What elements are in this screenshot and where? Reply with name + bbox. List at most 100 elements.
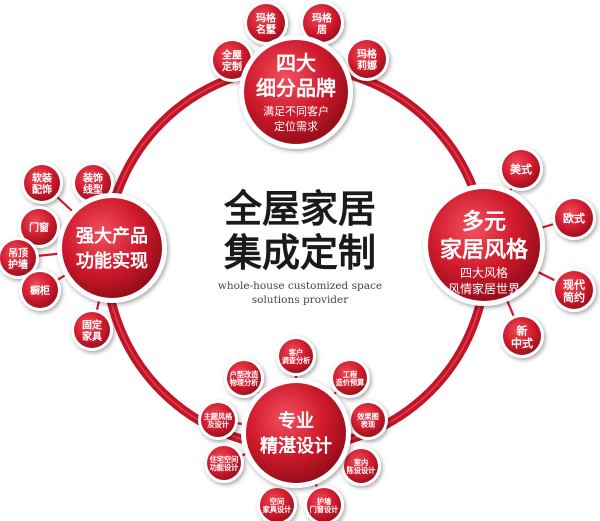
bottom-satellite-label-1: 住宅空间 (210, 455, 239, 464)
bottom-satellite-label-2: 及设计 (207, 420, 229, 429)
bottom-satellite-disc (351, 403, 385, 437)
right-hub-title-2: 家居风格 (440, 237, 529, 263)
left-satellite-label-2: 家具 (82, 330, 102, 343)
bottom-hub-title-1: 专业 (278, 410, 314, 432)
right-satellite-disc (555, 199, 593, 237)
top-satellite-label-2: 名墅 (256, 23, 276, 36)
left-satellite-disc (75, 165, 111, 201)
top-hub-disc (244, 40, 348, 144)
bottom-satellite-label-2: 陈设设计 (347, 466, 377, 475)
right-hub-disc (428, 189, 540, 301)
bottom-satellite-disc (260, 488, 294, 521)
right-satellite-label-2: 中式 (511, 336, 533, 350)
top-satellite-label-2: 定制 (222, 60, 242, 73)
left-satellite-label-1: 门窗 (29, 221, 49, 234)
bottom-satellite-label-1: 工程 (343, 370, 358, 379)
top-satellite-label-1: 玛格 (312, 12, 333, 25)
top-satellite-disc (348, 40, 386, 78)
right-hub-desc-1: 四大风格 (460, 265, 508, 280)
right-satellite-disc (502, 150, 540, 188)
right-satellite-disc (503, 317, 541, 355)
bottom-satellite-label-2: 家具设计 (263, 505, 293, 514)
bottom-satellite-label-1: 效果图 (357, 412, 379, 421)
bottom-satellite-disc (307, 488, 341, 521)
bottom-satellite-label-2: 功能设计 (210, 463, 240, 472)
bottom-satellite-label-2: 物理分析 (230, 378, 260, 387)
center-title-line1: 全屋家居 (223, 187, 376, 231)
bottom-satellite-label-1: 室内 (354, 458, 368, 467)
left-hub-disc (62, 198, 162, 298)
center-subtitle-line2: solutions provider (252, 294, 350, 306)
top-satellite-label-1: 玛格 (357, 48, 378, 61)
bottom-satellite-label-2: 调查分析 (282, 356, 312, 365)
bottom-satellite-label-2: 造价预算 (336, 378, 365, 387)
top-hub-title-2: 细分品牌 (256, 76, 336, 100)
left-hub-title-1: 强大产品 (76, 225, 148, 247)
bottom-satellite-label-1: 主题风格 (204, 412, 234, 421)
left-satellite-label-1: 固定 (82, 319, 102, 332)
bottom-hub-title-2: 精湛设计 (260, 435, 332, 457)
center-subtitle-line1: whole-house customized space (218, 280, 382, 292)
left-satellite-label-1: 吊顶 (8, 248, 28, 260)
top-satellite-label-1: 玛格 (256, 12, 277, 25)
left-satellite-label-2: 配饰 (32, 183, 52, 196)
left-satellite-label-1: 软装 (32, 172, 52, 185)
bottom-satellite-label-1: 空间 (270, 497, 284, 506)
right-hub-desc-2: 风情家居世界 (448, 281, 520, 296)
bottom-satellite-label-1: 客户 (288, 348, 303, 357)
bottom-satellite-label-1: 护墙 (317, 497, 332, 506)
right-hub-title-1: 多元 (462, 209, 506, 235)
bottom-satellite-label-2: 表现 (360, 420, 376, 429)
bottom-satellite-label-2: 门窗设计 (310, 505, 340, 514)
bottom-satellite-disc (344, 449, 378, 483)
top-satellite-label-2: 莉娜 (357, 59, 377, 72)
right-satellite-label-1: 现代 (563, 277, 585, 291)
right-satellite-label-1: 美式 (510, 162, 532, 176)
center-block: 全屋家居 集成定制 whole-house customized space s… (218, 187, 382, 306)
right-satellite-label-2: 简约 (563, 290, 585, 304)
bottom-satellite-disc (227, 361, 261, 395)
right-satellite-1: 欧式 (552, 196, 596, 240)
top-satellite-2: 玛格居 (300, 1, 344, 45)
bottom-satellite-disc (201, 403, 235, 437)
left-satellite-disc (24, 165, 60, 201)
right-satellite-label-1: 欧式 (563, 211, 585, 225)
left-satellite-label-2: 线型 (83, 183, 103, 196)
bottom-satellite-disc (279, 339, 313, 373)
top-hub-desc-2: 定位需求 (274, 119, 318, 133)
bottom-satellite-disc (333, 361, 367, 395)
bottom-hub-disc (246, 383, 346, 483)
left-satellite-disc (0, 240, 36, 276)
bottom-satellite-label-1: 户型改造 (230, 370, 260, 379)
right-satellite-label-1: 新 (517, 323, 528, 337)
right-satellite-3: 新中式 (500, 314, 544, 358)
left-satellite-label-1: 橱柜 (30, 284, 50, 297)
bottom-satellite-disc (207, 446, 241, 480)
top-satellite-disc (247, 4, 285, 42)
right-satellite-disc (555, 271, 593, 309)
left-satellite-2: 门窗 (18, 206, 60, 248)
top-satellite-label-2: 居 (317, 24, 327, 36)
left-satellite-label-1: 装饰 (82, 172, 103, 185)
left-satellite-4: 橱柜 (19, 269, 61, 311)
center-title-line2: 集成定制 (223, 231, 376, 275)
left-satellite-disc (21, 209, 57, 245)
